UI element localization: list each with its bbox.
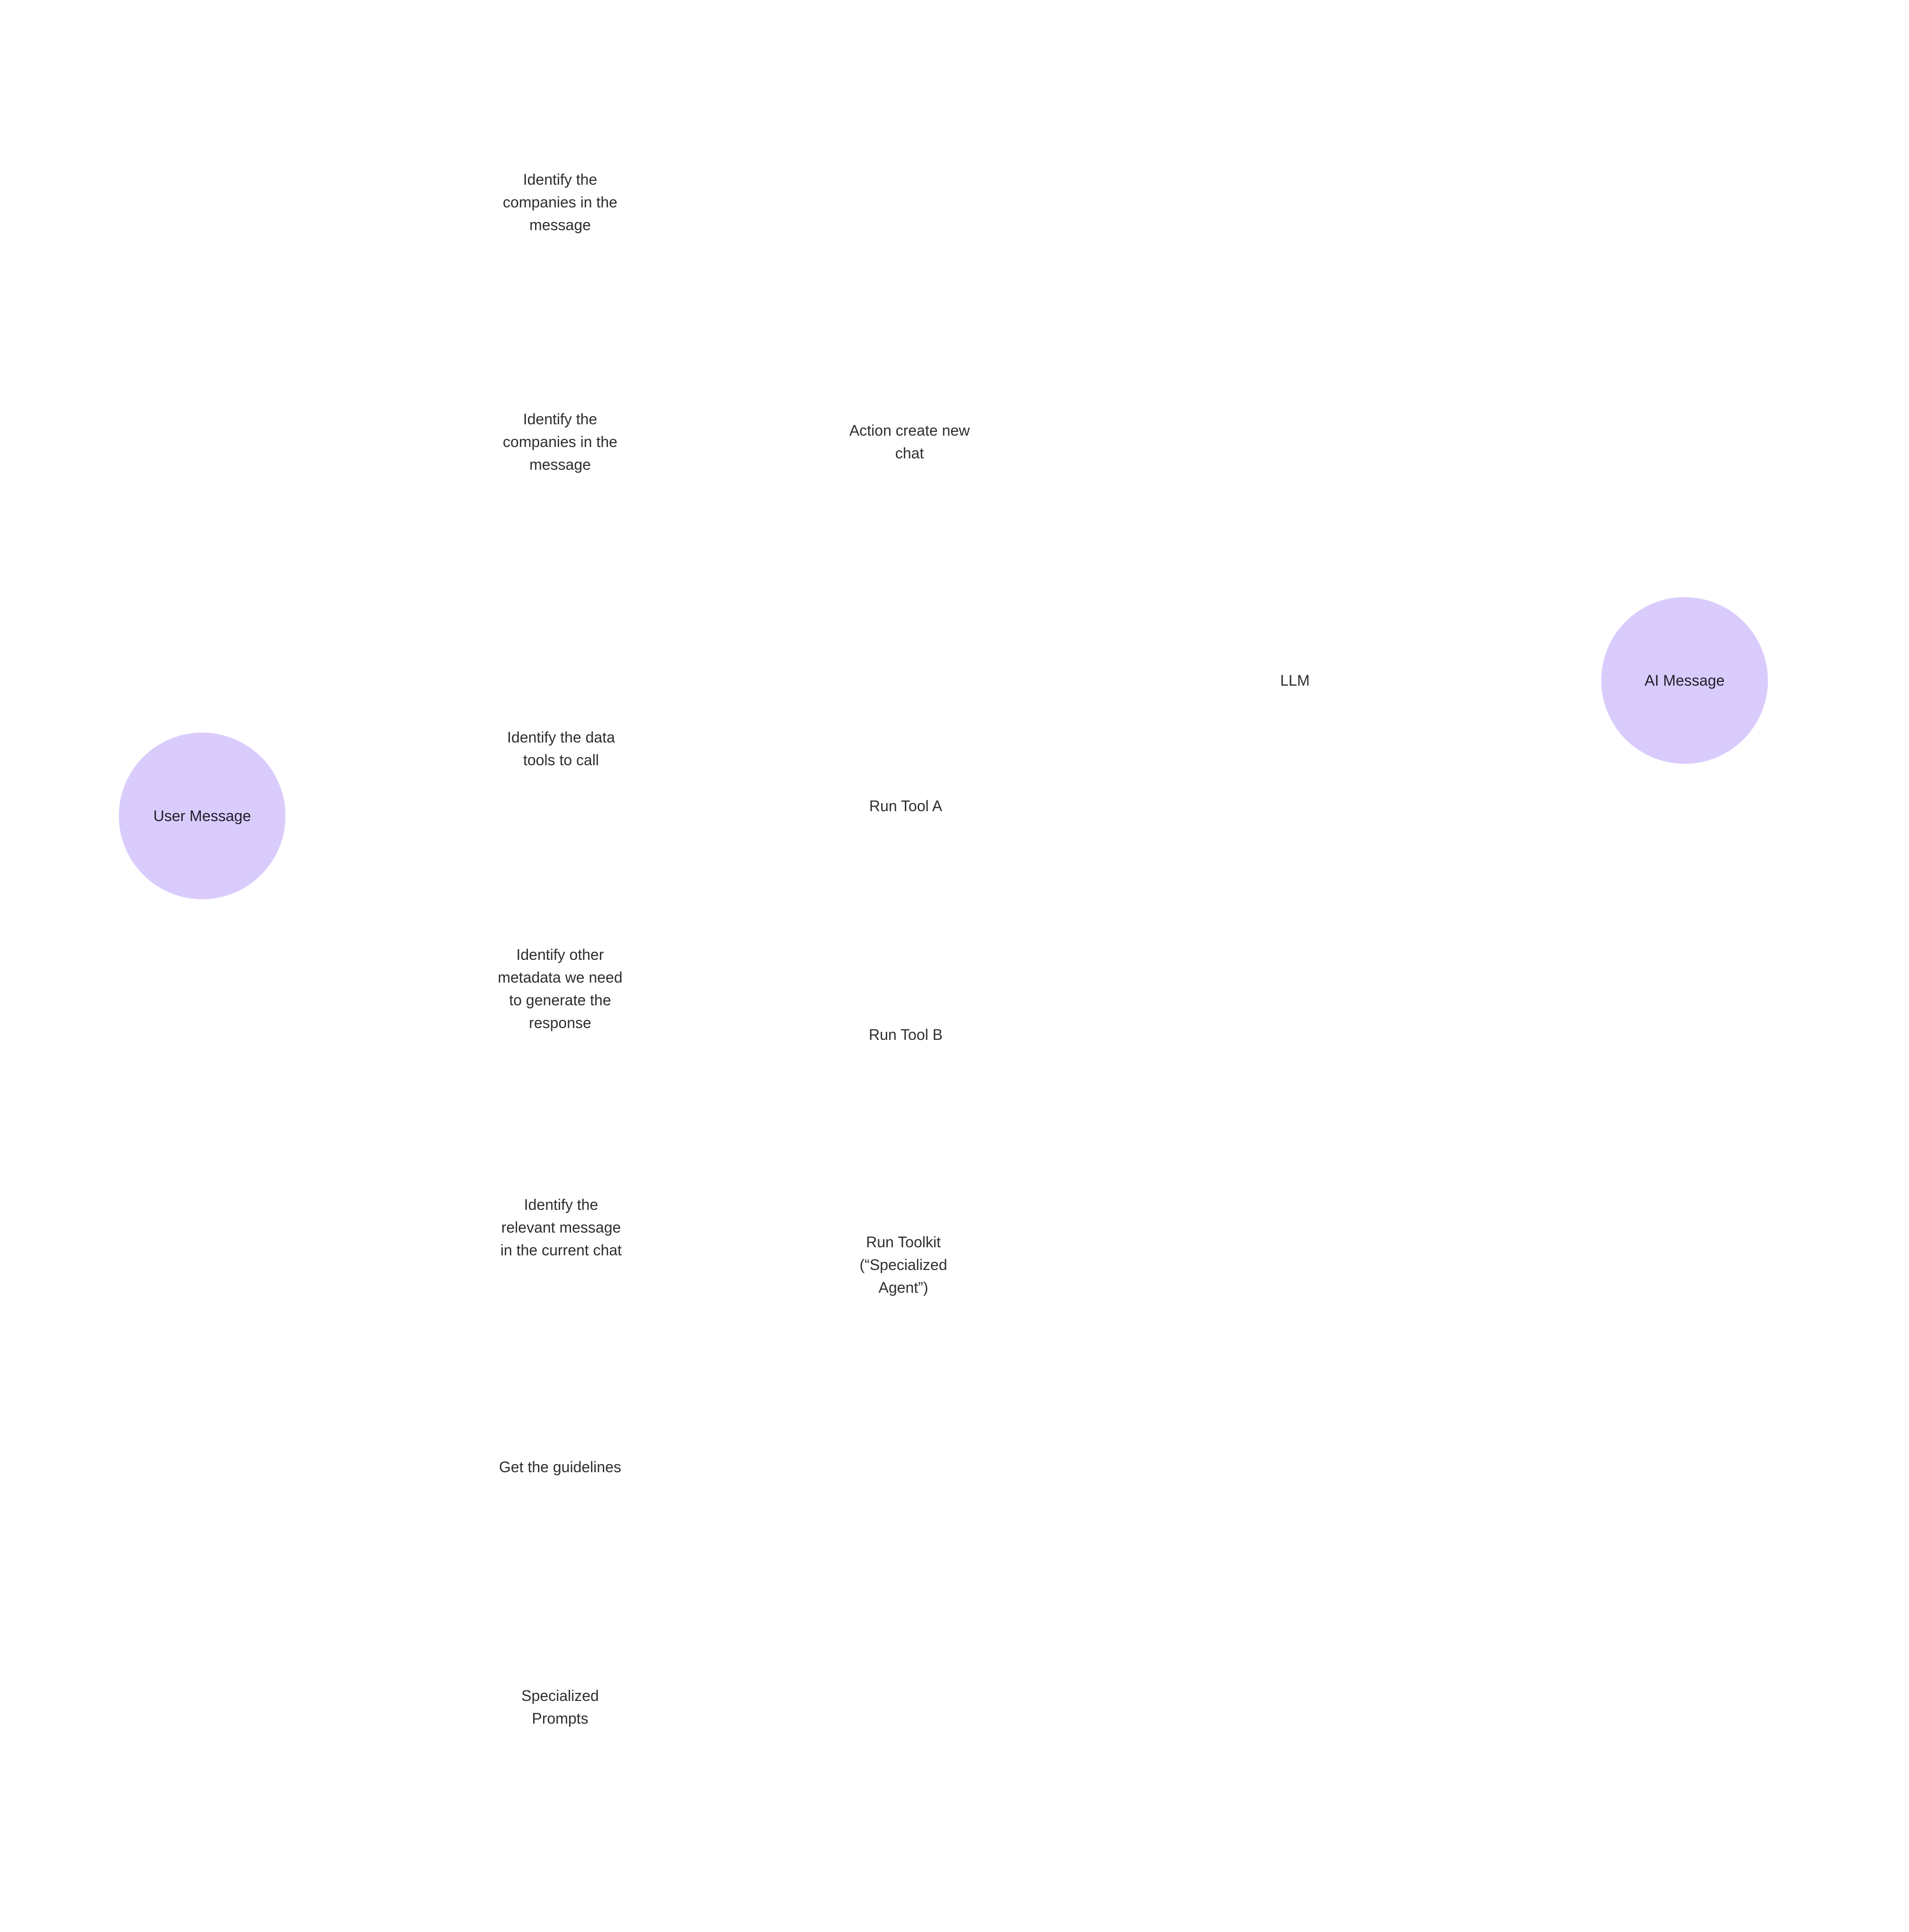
llm-node[interactable]: LLM: [1280, 672, 1310, 689]
action-create-new-chat[interactable]: Action create new chat: [849, 422, 970, 462]
user-message-node[interactable]: User Message: [119, 733, 285, 899]
step-identify-relevant-message[interactable]: Identify the relevant message in the cur…: [500, 1196, 622, 1259]
action-run-toolkit[interactable]: Run Toolkit (“Specialized Agent”): [859, 1234, 947, 1296]
action-run-tool-a[interactable]: Run Tool A: [869, 797, 943, 814]
step-identify-companies-2[interactable]: Identify the companies in the message: [503, 411, 617, 473]
user-message-label: User Message: [153, 807, 251, 824]
step-identify-data-tools[interactable]: Identify the data tools to call: [507, 729, 615, 769]
action-run-tool-b[interactable]: Run Tool B: [869, 1026, 943, 1043]
ai-message-node[interactable]: AI Message: [1601, 597, 1768, 764]
ai-message-label: AI Message: [1644, 672, 1725, 689]
step-identify-companies-1[interactable]: Identify the companies in the message: [503, 171, 617, 233]
step-specialized-prompts[interactable]: Specialized Prompts: [521, 1687, 599, 1727]
step-get-guidelines[interactable]: Get the guidelines: [499, 1458, 621, 1476]
step-identify-metadata[interactable]: Identify other metadata we need to gener…: [498, 946, 623, 1031]
